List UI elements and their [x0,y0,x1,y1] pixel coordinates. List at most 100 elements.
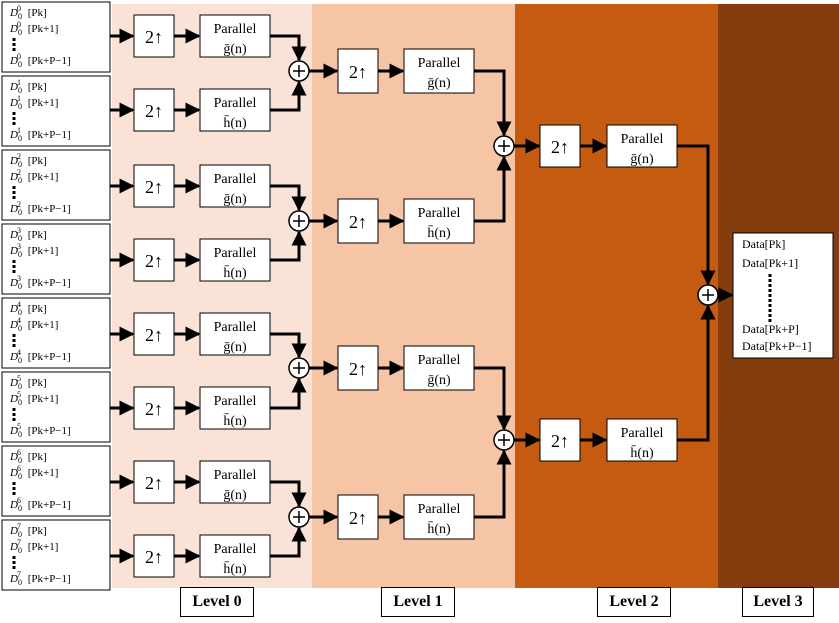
input-3-line-1: D03 [Pk+1] [9,242,58,259]
filter-l0-6-title: Parallel [214,468,257,483]
input-box-2 [1,149,111,221]
arrow-filter-add2-top [677,144,716,286]
upsample-l1-2-label: 2↑ [349,359,367,379]
filter-l1-0 [403,48,475,94]
input-4-line-2: D04 [Pk+P−1] [9,348,71,365]
upsample-l0-6 [133,460,175,504]
filter-l0-6-func: ḡ(n) [223,488,247,503]
filter-l1-1-title: Parallel [418,206,461,221]
input-box-7 [1,519,111,591]
filter-l1-2-func: ḡ(n) [427,373,451,388]
upsample-l0-7-label: 2↑ [145,547,163,567]
filter-l0-7-func: h̄(n) [223,561,247,577]
upsample-l2-0-label: 2↑ [551,137,569,157]
input-box-3 [1,223,111,295]
input-2-line-0: D02 [Pk] [9,152,47,169]
filter-l0-7-title: Parallel [214,542,257,557]
input-7-line-1: D07 [Pk+1] [9,538,58,555]
filter-l0-4 [199,312,271,356]
filter-l1-1 [403,198,475,244]
output-box [732,232,834,359]
input-1-line-2: D01 [Pk+P−1] [9,126,71,143]
upsample-l0-7 [133,534,175,578]
upsample-l1-0-label: 2↑ [349,62,367,82]
input-box-4 [1,297,111,369]
arrow-filter-add0-bot-1 [270,230,307,262]
upsample-l2-1 [539,418,581,462]
filter-l2-1-title: Parallel [621,426,664,441]
upsample-l0-3-label: 2↑ [145,251,163,271]
input-6-line-2: D06 [Pk+P−1] [9,496,71,513]
input-1-line-0: D01 [Pk] [9,78,47,95]
upsample-l0-4-label: 2↑ [145,325,163,345]
output-line-1: Data[Pk+1] [742,256,798,270]
arrow-filter-add0-top-1 [270,184,307,212]
filter-l2-0-func: ḡ(n) [630,152,654,167]
filter-l1-1-func: h̄(n) [427,225,451,241]
upsample-l0-3 [133,238,175,282]
filter-l1-3-title: Parallel [418,502,461,517]
arrow-filter-add0-bot-3 [270,526,307,558]
arrow-filter-add1-top-0 [474,69,512,137]
input-6-line-1: D06 [Pk+1] [9,464,58,481]
filter-l2-0-title: Parallel [621,132,664,147]
arrow-filter-add0-top-2 [270,332,307,359]
filter-l0-1 [199,88,271,132]
filter-l0-0-title: Parallel [214,22,257,37]
input-3-line-0: D03 [Pk] [9,226,47,243]
upsample-l1-1-label: 2↑ [349,212,367,232]
upsample-l0-5-label: 2↑ [145,399,163,419]
input-4-line-1: D04 [Pk+1] [9,316,58,333]
filter-l0-4-title: Parallel [214,320,257,335]
filter-l0-5-func: h̄(n) [223,413,247,429]
level-0-label: Level 0 [180,587,254,617]
input-box-6 [1,445,111,517]
filter-l1-2-title: Parallel [418,353,461,368]
filter-l0-0 [199,14,271,58]
filter-l0-4-func: ḡ(n) [223,340,247,355]
upsample-l1-3 [337,494,379,540]
filter-l0-2-func: ḡ(n) [223,192,247,207]
filter-l0-5 [199,386,271,430]
level-2-label: Level 2 [597,587,671,617]
output-line-2: Data[Pk+P] [742,322,799,336]
level-1-label: Level 1 [381,587,455,617]
filter-l0-7 [199,534,271,578]
level-1-background [312,4,515,588]
input-2-line-1: D02 [Pk+1] [9,168,58,185]
filter-l0-0-func: ḡ(n) [223,42,247,57]
filter-l0-2 [199,164,271,208]
input-box-5 [1,371,111,443]
filter-l1-3 [403,494,475,540]
input-3-line-2: D03 [Pk+P−1] [9,274,71,291]
upsample-l0-1-label: 2↑ [145,101,163,121]
upsample-l1-0 [337,48,379,94]
upsample-l0-2 [133,164,175,208]
filter-l0-3-func: h̄(n) [223,265,247,281]
upsample-l0-1 [133,88,175,132]
filter-l0-5-title: Parallel [214,394,257,409]
filter-l0-1-func: h̄(n) [223,115,247,131]
filter-l0-2-title: Parallel [214,172,257,187]
filter-l1-0-func: ḡ(n) [427,76,451,91]
input-0-line-0: D00 [Pk] [9,4,47,21]
input-0-line-1: D00 [Pk+1] [9,20,58,37]
upsample-l2-1-label: 2↑ [551,431,569,451]
upsample-l0-6-label: 2↑ [145,473,163,493]
output-line-3: Data[Pk+P−1] [742,339,812,353]
upsample-l2-0 [539,124,581,168]
input-5-line-1: D05 [Pk+1] [9,390,58,407]
filter-l2-0 [606,124,678,168]
upsample-l0-2-label: 2↑ [145,177,163,197]
input-0-line-2: D00 [Pk+P−1] [9,52,71,69]
input-1-line-1: D01 [Pk+1] [9,94,58,111]
level-3-label: Level 3 [742,587,814,617]
input-5-line-0: D05 [Pk] [9,374,47,391]
arrow-filter-add1-top-1 [474,366,512,431]
filter-l1-0-title: Parallel [418,56,461,71]
filter-l0-3-title: Parallel [214,246,257,261]
arrow-filter-add2-bot [677,304,716,442]
filter-l1-2 [403,345,475,391]
upsample-l0-4 [133,312,175,356]
